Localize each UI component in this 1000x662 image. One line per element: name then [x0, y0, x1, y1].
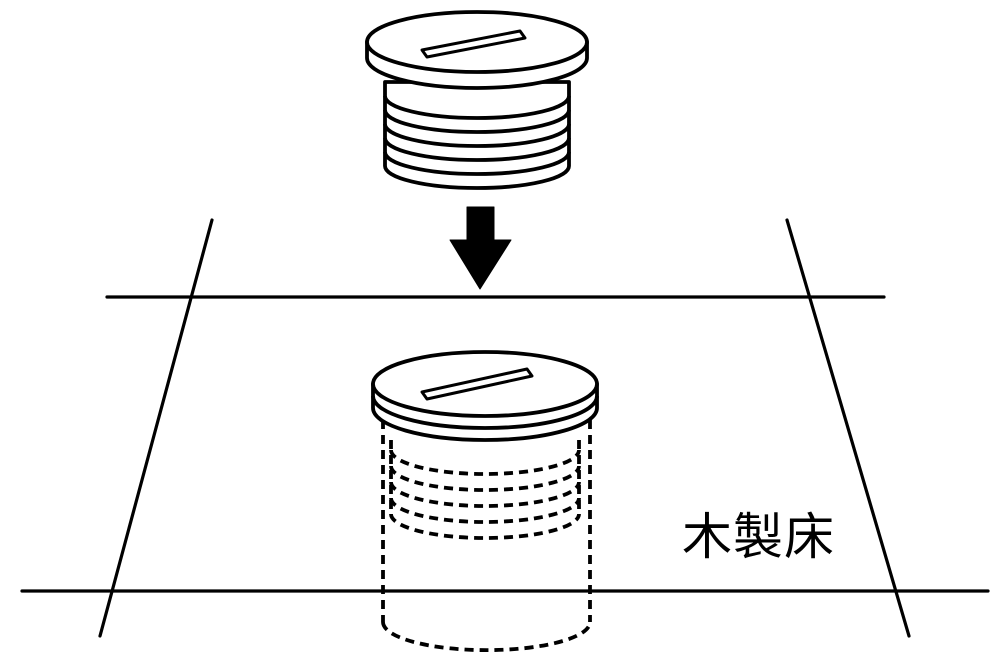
slot-icon	[420, 29, 527, 59]
floor-line-right	[785, 218, 911, 638]
hidden-plug-body	[381, 420, 592, 653]
down-arrow-icon	[449, 206, 512, 290]
installed-slot-icon	[420, 367, 534, 401]
floor-grid	[20, 218, 990, 638]
plug-threads	[383, 95, 571, 176]
floor-plug-top	[365, 10, 589, 190]
floor-line-left	[98, 218, 214, 638]
installed-cap-edge	[371, 395, 599, 430]
floor-plug-installed	[371, 350, 599, 653]
installed-cap	[371, 350, 599, 442]
floor-label: 木製床	[682, 508, 835, 566]
plug-body	[383, 80, 571, 190]
